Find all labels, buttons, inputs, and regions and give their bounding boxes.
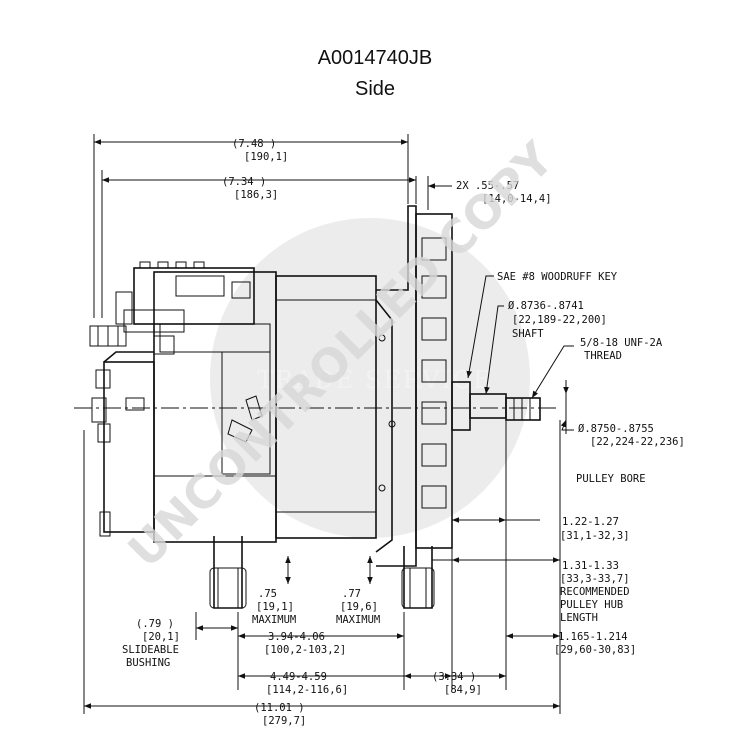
hub-label-1: RECOMMENDED xyxy=(560,586,630,598)
dim-hub-2x-mm: [14,0-14,4] xyxy=(482,193,552,205)
dim-334: (3.34 ) xyxy=(432,671,476,683)
shaft-diameter: Ø.8736-.8741 xyxy=(508,300,584,312)
dimension-lines xyxy=(84,139,574,709)
dim-449-mm: [114,2-116,6] xyxy=(266,684,348,696)
shaft-diameter-mm: [22,189-22,200] xyxy=(512,314,607,326)
dim-131-mm: [33,3-33,7] xyxy=(560,573,630,585)
dim-1101: (11.01 ) xyxy=(254,702,305,714)
dim-overall-2: (7.34 ) xyxy=(222,176,266,188)
dim-449: 4.49-4.59 xyxy=(270,671,327,683)
bore-diameter-mm: [22,224-22,236] xyxy=(590,436,685,448)
dim-075-label: MAXIMUM xyxy=(252,614,296,626)
dim-1165: 1.165-1.214 xyxy=(558,631,628,643)
dim-079: (.79 ) xyxy=(136,618,174,630)
hub-label-3: LENGTH xyxy=(560,612,598,624)
alternator-body xyxy=(74,205,556,609)
view-label: Side xyxy=(354,78,396,100)
shaft-label: SHAFT xyxy=(512,328,544,340)
dim-334-mm: [84,9] xyxy=(444,684,482,696)
dim-077: .77 xyxy=(342,588,361,600)
dim-077-mm: [19,6] xyxy=(340,601,378,613)
key-label: SAE #8 WOODRUFF KEY xyxy=(497,271,618,283)
watermark-seal xyxy=(210,218,530,538)
dim-075: .75 xyxy=(258,588,277,600)
dim-1165-mm: [29,60-30,83] xyxy=(554,644,636,656)
thread-spec: 5/8-18 UNF-2A xyxy=(580,337,663,349)
dim-122-mm: [31,1-32,3] xyxy=(560,530,630,542)
dim-075-mm: [19,1] xyxy=(256,601,294,613)
dimension-labels: (7.48 ) [190,1] (7.34 ) [186,3] 2X .55-.… xyxy=(122,138,685,727)
dim-overall-1: (7.48 ) xyxy=(232,138,276,150)
dim-overall-2-mm: [186,3] xyxy=(234,189,278,201)
dim-overall-1-mm: [190,1] xyxy=(244,151,288,163)
dim-079-mm: [20,1] xyxy=(142,631,180,643)
watermark: TRADE SERVICE xyxy=(210,218,530,538)
dim-1101-mm: [279,7] xyxy=(262,715,306,727)
hub-label-2: PULLEY HUB xyxy=(560,599,623,611)
dim-131: 1.31-1.33 xyxy=(562,560,619,572)
bore-label: PULLEY BORE xyxy=(576,473,646,485)
dim-122: 1.22-1.27 xyxy=(562,516,619,528)
bore-diameter: Ø.8750-.8755 xyxy=(578,423,654,435)
dim-hub-2x: 2X .55-.57 xyxy=(456,180,519,192)
thread-label: THREAD xyxy=(584,350,622,362)
dim-079-label-2: BUSHING xyxy=(126,657,170,669)
dim-394-mm: [100,2-103,2] xyxy=(264,644,346,656)
dim-079-label-1: SLIDEABLE xyxy=(122,644,179,656)
dim-077-label: MAXIMUM xyxy=(336,614,380,626)
dim-394: 3.94-4.06 xyxy=(268,631,325,643)
drawing-title: A0014740JB xyxy=(317,47,433,69)
